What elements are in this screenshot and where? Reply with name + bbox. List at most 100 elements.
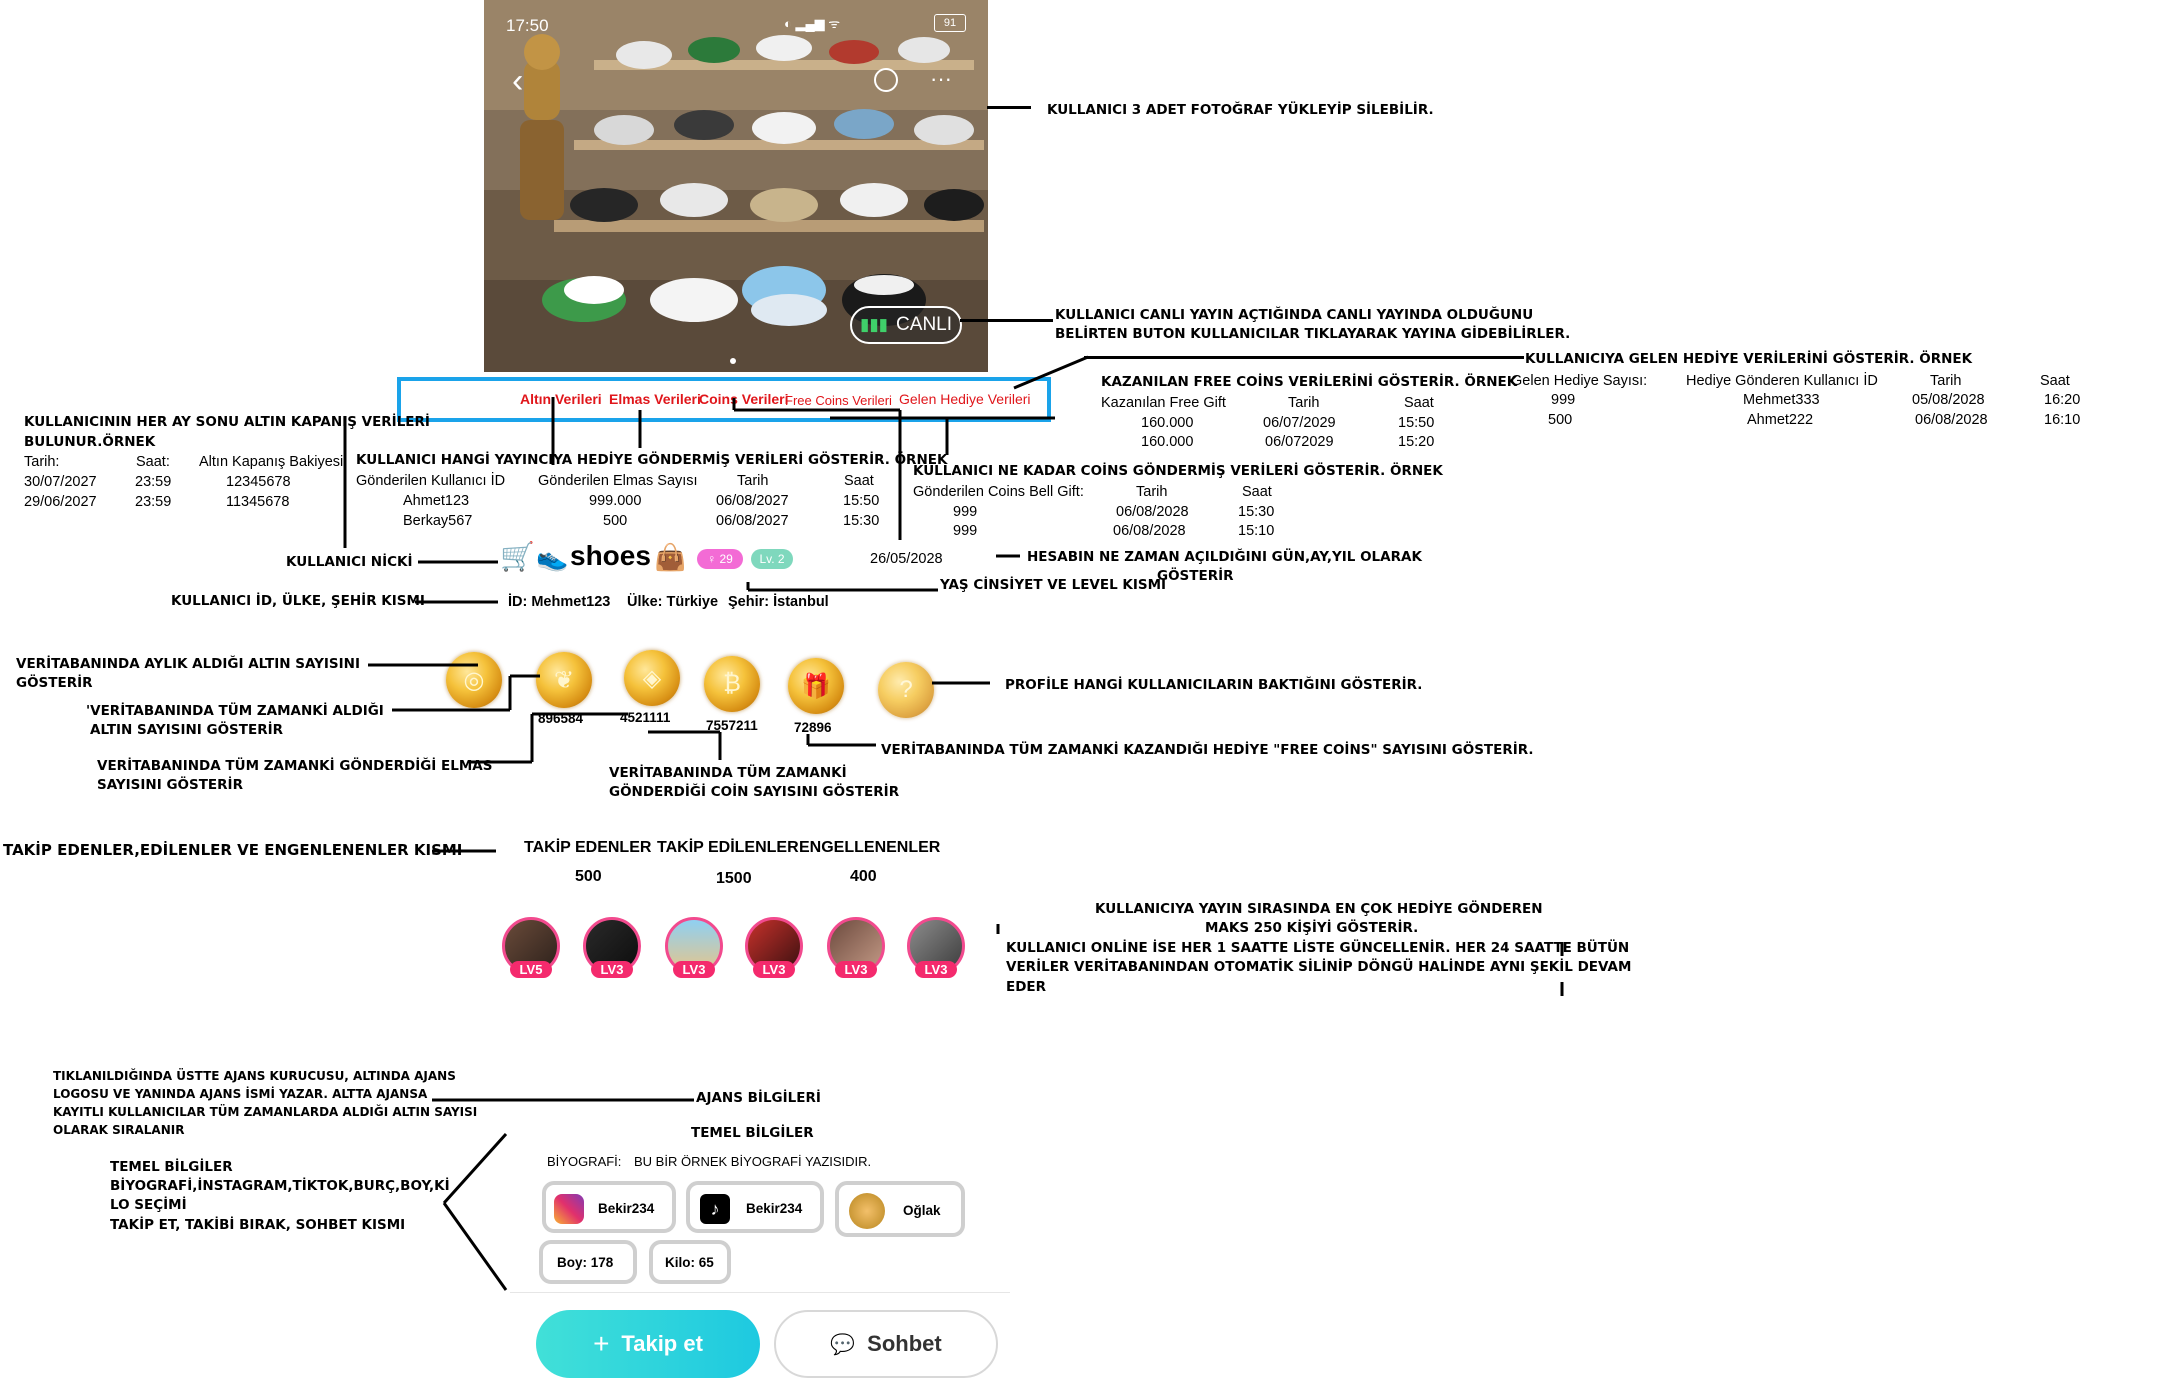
gold-header: Saat: [136, 454, 170, 470]
tab-diamond-data[interactable]: Elmas Verileri [609, 391, 701, 407]
profile-photo[interactable]: 17:50 ◐ ▂▄▆ ᯤ 91 ‹ ··· ▮▮▮ CANLI [484, 0, 988, 372]
note-coin: GÖNDERDİĞİ COİN SAYISINI GÖSTERİR [609, 784, 900, 800]
diamond-header: Saat [844, 473, 874, 489]
coins-cell: 15:30 [1238, 504, 1275, 520]
tab-gold-data[interactable]: Altın Verileri [520, 391, 602, 407]
status-time: 17:50 [506, 16, 549, 35]
battery-icon: 91 [934, 14, 966, 32]
alltime-gold-coin-icon[interactable]: ❦ [536, 652, 592, 708]
note-diamond: SAYISINI GÖSTERİR [97, 777, 243, 793]
coins-cell: 999 [953, 523, 978, 539]
note-agency: OLARAK SIRALANIR [53, 1123, 185, 1137]
note-basic-info: TEMEL BİLGİLER [110, 1159, 233, 1175]
note-free-coins: VERİTABANINDA TÜM ZAMANKİ KAZANDIĞI HEDİ… [881, 742, 1534, 758]
note-coin: VERİTABANINDA TÜM ZAMANKİ [609, 765, 847, 781]
network-icon: ◐ ▂▄▆ ᯤ [784, 16, 841, 31]
free-coins-value: 72896 [794, 720, 832, 735]
coins-cell: 06/08/2028 [1113, 523, 1186, 539]
instagram-pill[interactable]: Bekir234 [542, 1181, 676, 1233]
top-gifter-level: LV5 [510, 961, 552, 978]
tiktok-icon: ♪ [700, 1194, 730, 1224]
bag-icon: 👜 [654, 542, 687, 572]
coins-header: Gönderilen Coins Bell Gift: [913, 484, 1084, 500]
note-basic-info: BİYOGRAFİ,İNSTAGRAM,TİKTOK,BURÇ,BOY,Kİ [110, 1178, 450, 1194]
diamond-sent-value: 4521111 [620, 710, 671, 725]
note-nick: KULLANICI NİCKİ [286, 554, 413, 570]
instagram-icon [554, 1194, 584, 1224]
following-count: 1500 [716, 870, 752, 887]
chat-icon: 💬 [830, 1333, 856, 1356]
gift-coin-icon[interactable]: 🎁 [788, 658, 844, 714]
blocked-count: 400 [850, 868, 877, 885]
agency-info-label[interactable]: AJANS BİLGİLERİ [696, 1090, 821, 1106]
follow-label: Takip et [621, 1331, 703, 1356]
gold-header: Altın Kapanış Bakiyesi [199, 454, 344, 470]
photo-page-dot [730, 358, 736, 364]
free-coins-header: Saat [1404, 395, 1434, 411]
more-icon[interactable]: ··· [930, 66, 952, 91]
tab-coins-data[interactable]: Coins Verileri [699, 391, 789, 407]
tiktok-username: Bekir234 [746, 1201, 803, 1216]
weight-pill[interactable]: Kilo: 65 [649, 1240, 731, 1284]
follow-button[interactable]: + Takip et [536, 1310, 760, 1378]
edit-icon[interactable] [874, 68, 898, 92]
top-gifter-level: LV3 [753, 961, 795, 978]
free-coins-header: Kazanılan Free Gift [1101, 395, 1226, 411]
gift-header: Hediye Gönderen Kullanıcı İD [1686, 373, 1878, 389]
diamond-cell: 06/08/2027 [716, 493, 789, 509]
gift-cell: 06/08/2028 [1915, 412, 1988, 428]
monthly-gold-coin-icon[interactable]: ◎ [446, 652, 502, 708]
free-coins-cell: 160.000 [1141, 415, 1194, 431]
gift-cell: Ahmet222 [1747, 412, 1814, 428]
weight-value: Kilo: 65 [665, 1255, 714, 1270]
visitors-coin-icon[interactable]: ? [878, 662, 934, 718]
tab-free-coins-data[interactable]: Free Coins Verileri [785, 393, 892, 408]
height-pill[interactable]: Boy: 178 [539, 1240, 637, 1284]
bio-text: BU BİR ÖRNEK BİYOGRAFİ YAZISIDIR. [634, 1154, 872, 1169]
note-photos: KULLANICI 3 ADET FOTOĞRAF YÜKLEYİP SİLEB… [1047, 102, 1434, 118]
tab-gift-data[interactable]: Gelen Hediye Verileri [899, 391, 1031, 407]
top-gifter-level: LV3 [591, 961, 633, 978]
gold-cell: 11345678 [226, 494, 290, 510]
status-bar: 17:50 ◐ ▂▄▆ ᯤ 91 [484, 0, 988, 50]
connector-line [960, 319, 1053, 322]
gift-cell: 16:10 [2044, 412, 2081, 428]
live-button[interactable]: ▮▮▮ CANLI [850, 306, 962, 344]
top-gifter-level: LV3 [673, 961, 715, 978]
chat-button[interactable]: 💬 Sohbet [774, 1310, 998, 1378]
plus-icon: + [593, 1328, 610, 1359]
followers-label[interactable]: TAKİP EDENLER [524, 839, 652, 856]
divider [510, 1292, 1010, 1293]
blocked-label[interactable]: ENGELLENENLER [799, 839, 941, 856]
back-icon[interactable]: ‹ [512, 62, 524, 100]
free-coins-cell: 06/07/2029 [1263, 415, 1336, 431]
diamond-header: Gönderilen Kullanıcı İD [356, 473, 506, 489]
bell-coin-icon[interactable]: ₿ [704, 656, 760, 712]
coins-cell: 06/08/2028 [1116, 504, 1189, 520]
diamond-cell: 15:50 [843, 493, 880, 509]
gift-cell: 05/08/2028 [1912, 392, 1985, 408]
note-top-gifters: EDER [1006, 979, 1047, 995]
profile-nick: shoes [570, 540, 651, 571]
live-signal-icon: ▮▮▮ [859, 315, 889, 334]
diamond-cell: 06/08/2027 [716, 513, 789, 529]
tiktok-pill[interactable]: ♪ Bekir234 [686, 1181, 824, 1233]
gift-cell: 999 [1551, 392, 1576, 408]
gender-age-badge: ♀ 29 [697, 549, 743, 569]
diamond-coin-icon[interactable]: ◈ [624, 650, 680, 706]
following-label[interactable]: TAKİP EDİLENLER [657, 839, 799, 856]
gift-header: Tarih [1930, 373, 1962, 389]
gift-header: Gelen Hediye Sayısı: [1511, 373, 1648, 389]
free-coins-cell: 15:20 [1398, 434, 1435, 450]
zodiac-pill[interactable]: Oğlak [835, 1181, 965, 1237]
account-created-date: 26/05/2028 [870, 551, 943, 567]
coins-cell: 15:10 [1238, 523, 1275, 539]
zodiac-value: Oğlak [903, 1203, 941, 1218]
followers-count: 500 [575, 868, 602, 885]
note-monthly-gold: GÖSTERİR [16, 675, 93, 691]
gift-cell: 16:20 [2044, 392, 2081, 408]
note-account-date: GÖSTERİR [1157, 568, 1234, 584]
gold-cell: 23:59 [135, 474, 172, 490]
note-diamond: VERİTABANINDA TÜM ZAMANKİ GÖNDERDİĞİ ELM… [97, 758, 493, 774]
